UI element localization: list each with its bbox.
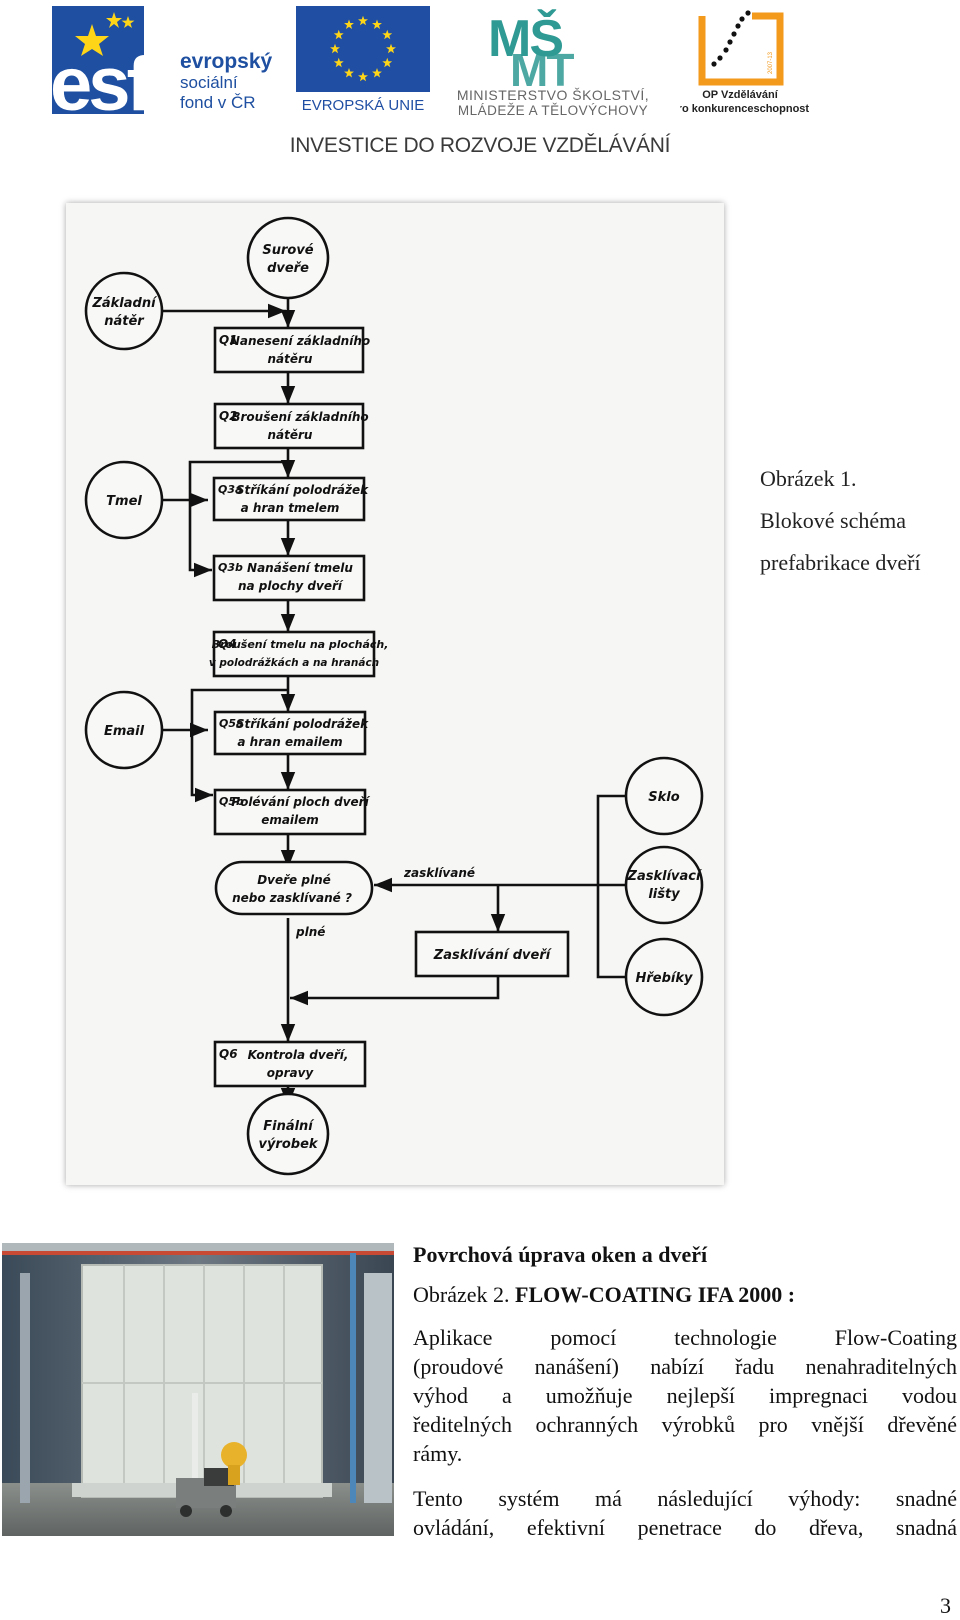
box-q4-line1: Broušení tmelu na plochách, <box>212 638 389 651</box>
box-q6-line1: Kontrola dveří, <box>248 1048 349 1062</box>
msmt-text-2: MLÁDEŽE A TĚLOVÝCHOVY <box>458 103 648 118</box>
page-number: 3 <box>940 1593 951 1618</box>
label-plne: plné <box>295 925 325 939</box>
box-q5b-line2: emailem <box>261 813 319 827</box>
eu-star-icon <box>358 71 368 82</box>
paragraph-1-line: (proudové nanášení) nabízí řadu nenahrad… <box>413 1354 957 1379</box>
box-q3b-line2: na plochy dveří <box>238 579 344 593</box>
esf-text-3: fond v ČR <box>180 93 256 112</box>
flow-coating-photo <box>2 1243 394 1536</box>
paragraph-2: Tento systém má následující výhody: snad… <box>413 1484 957 1542</box>
box-q4-code: Q4 <box>218 637 237 651</box>
box-q1-line2: nátěru <box>268 352 313 366</box>
box-q3a-line2: a hran tmelem <box>241 501 340 515</box>
box-q1-code: Q1 <box>219 333 238 347</box>
circle-zasklivaci-listy-2: lišty <box>648 887 680 902</box>
box-q2-code: Q2 <box>219 409 238 423</box>
paragraph-1-line: Aplikace pomocí technologie Flow-Coating <box>413 1325 957 1350</box>
eu-star-icon <box>372 68 382 78</box>
msmt-logo: MŠ MT MINISTERSTVO ŠKOLSTVÍ, MLÁDEŽE A T… <box>457 9 649 118</box>
paragraph-2-line: Tento systém má následující výhody: snad… <box>413 1486 957 1511</box>
svg-text:esf: esf <box>52 42 153 114</box>
box-q3a-line1: Stříkání polodrážek <box>236 483 369 497</box>
esf-logo: esf f evropský sociální fond v ČR <box>52 6 273 114</box>
box-q5b-code: Q5b <box>219 795 244 808</box>
eu-star-icon <box>372 19 382 29</box>
eu-star-icon <box>333 29 344 40</box>
eu-star-icon <box>386 43 396 54</box>
box-q2-line2: nátěru <box>268 428 313 442</box>
figure2-caption-title: FLOW-COATING IFA 2000 : <box>515 1282 796 1307</box>
box-q5b-line1: Polévání ploch dveří <box>231 795 370 809</box>
figure2-caption: Obrázek 2. FLOW-COATING IFA 2000 : <box>413 1280 957 1309</box>
eu-logo: EVROPSKÁ UNIE <box>296 6 430 114</box>
box-q3a-code: Q3a <box>218 483 242 496</box>
figure1-caption-line1: Obrázek 1. <box>760 466 857 491</box>
eu-star-icon <box>358 15 368 26</box>
eu-star-icon <box>344 19 354 29</box>
circle-tmel: Tmel <box>106 494 142 509</box>
circle-sklo: Sklo <box>648 790 679 805</box>
op-text-2: pro konkurenceschopnost <box>680 103 809 115</box>
label-zasklivane: zasklívané <box>403 866 475 880</box>
box-q3b-line1: Nanášení tmelu <box>247 561 353 575</box>
op-years: 2007-13 <box>768 51 774 74</box>
eu-star-icon <box>333 57 344 68</box>
paragraph-1-line: ředitelných ochranných výrobků pro vnějš… <box>413 1412 957 1437</box>
figure1-scan: Surové dveře Základní nátěr Tmel Email S… <box>66 203 724 1185</box>
box-q6-code: Q6 <box>219 1047 238 1061</box>
circle-zasklivaci-listy: Zasklívací <box>627 869 703 884</box>
paragraph-2-line: ovládání, efektivní penetrace do dřeva, … <box>413 1515 957 1540</box>
eu-star-icon <box>382 57 393 68</box>
figure1-caption-line2: Blokové schéma <box>760 508 907 533</box>
msmt-text-1: MINISTERSTVO ŠKOLSTVÍ, <box>457 87 649 103</box>
box-zasklivani-dveri: Zasklívání dveří <box>433 948 553 963</box>
op-logo: 2007-13 OP Vzdělávání pro konkurencescho… <box>680 10 809 115</box>
flow-diagram: Surové dveře Základní nátěr Tmel Email S… <box>84 216 704 1176</box>
decision-line2: nebo zasklívané ? <box>232 891 352 905</box>
paragraph-1-line: výhod a umožňuje nejlepší impregnaci vod… <box>413 1383 957 1408</box>
box-q4-line2: v polodrážkách a na hranách <box>209 657 379 669</box>
circle-surove-dvere-2: dveře <box>267 261 309 276</box>
figure1-caption-line3: prefabrikace dveří <box>760 550 921 575</box>
box-q3b-code: Q3b <box>218 561 243 574</box>
op-text-1: OP Vzdělávání <box>702 89 779 101</box>
paragraph-1-line: rámy. <box>413 1441 463 1466</box>
circle-finalni-vyrobek-2: výrobek <box>258 1137 318 1152</box>
circle-zakladni-nater-2: nátěr <box>104 314 145 329</box>
svg-text:MŠ: MŠ <box>488 9 562 68</box>
box-q5a-code: Q5a <box>219 717 243 730</box>
box-q1-line1: Nanesení základního <box>230 334 370 348</box>
eu-label: EVROPSKÁ UNIE <box>302 97 425 114</box>
figure2-caption-prefix: Obrázek 2. <box>413 1282 510 1307</box>
box-q5a-line1: Stříkání polodrážek <box>236 717 369 731</box>
circle-email: Email <box>104 724 145 739</box>
svg-text:MT: MT <box>510 44 574 96</box>
esf-text-2: sociální <box>180 73 238 92</box>
header-tagline: INVESTICE DO ROZVOJE VZDĚLÁVÁNÍ <box>289 134 671 157</box>
circle-surove-dvere: Surové <box>262 243 313 258</box>
circle-finalni-vyrobek: Finální <box>263 1119 315 1134</box>
box-q6-line2: opravy <box>267 1066 315 1080</box>
section-heading: Povrchová úprava oken a dveří <box>413 1242 708 1267</box>
eu-star-icon <box>330 43 340 54</box>
paragraph-1: Aplikace pomocí technologie Flow-Coating… <box>413 1323 957 1468</box>
circle-hrebiky: Hřebíky <box>636 971 694 986</box>
box-q5a-line2: a hran emailem <box>237 735 342 749</box>
box-q2-line1: Broušení základního <box>231 410 368 424</box>
esf-text-1: evropský <box>180 50 273 73</box>
eu-star-icon <box>382 29 393 40</box>
eu-star-icon <box>344 68 354 78</box>
circle-zakladni-nater: Základní <box>91 296 158 311</box>
decision-line1: Dveře plné <box>257 873 331 887</box>
